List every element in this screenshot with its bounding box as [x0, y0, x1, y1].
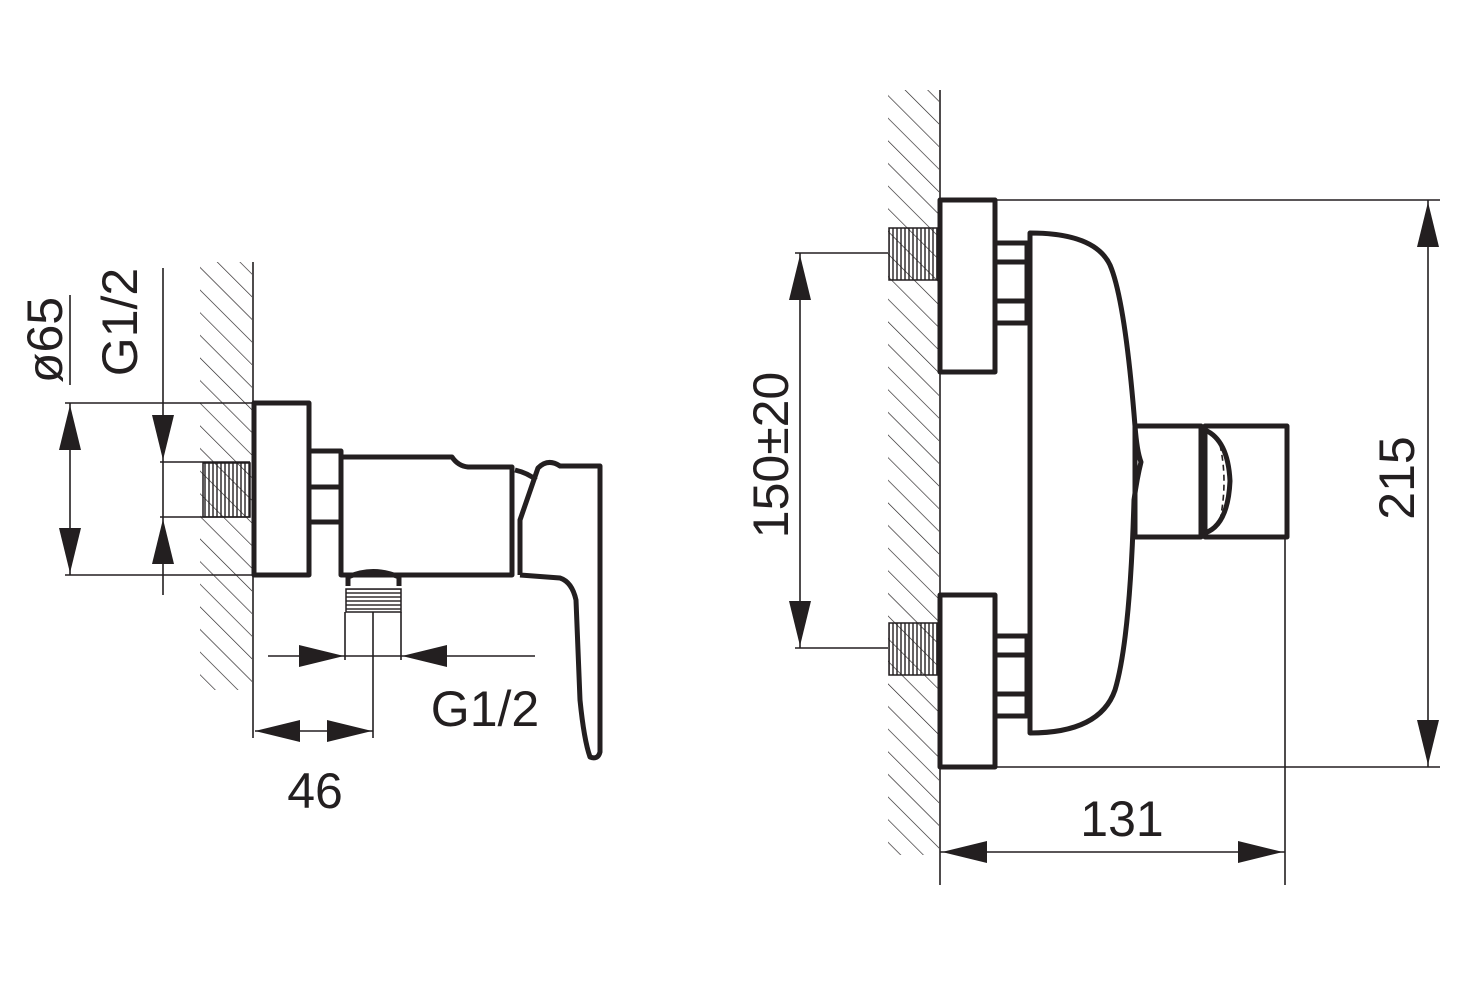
outlet-offset-dimension: 46 — [255, 612, 374, 819]
height-label: 215 — [1369, 436, 1425, 519]
inlet-spacing-label: 150±20 — [743, 372, 799, 538]
diameter-label: ø65 — [17, 297, 73, 383]
lever-handle — [517, 460, 603, 761]
depth-dimension: 131 — [940, 537, 1286, 885]
control-knob — [1202, 423, 1290, 540]
flange-top — [937, 197, 998, 375]
outlet-thread-dimension: G1/2 — [268, 612, 539, 737]
inlet-thread-top — [888, 227, 938, 281]
nut — [306, 448, 344, 525]
inlet-spacing-dimension: 150±20 — [743, 252, 888, 649]
nut-top — [992, 240, 1030, 326]
depth-label: 131 — [1080, 791, 1163, 847]
diameter-dimension: ø65 — [17, 295, 253, 576]
outlet-offset-label: 46 — [287, 763, 343, 819]
height-dimension: 215 — [995, 199, 1440, 768]
flange-bottom — [937, 592, 998, 770]
spout — [1132, 423, 1204, 540]
nut-bottom — [992, 633, 1030, 719]
inlet-thread-dimension: G1/2 — [92, 268, 250, 595]
side-view: ø65 G1/2 G1/2 46 — [17, 262, 603, 819]
inlet-thread-label: G1/2 — [92, 268, 148, 376]
inlet-thread — [202, 462, 251, 518]
front-view: 150±20 215 131 — [743, 90, 1440, 885]
outlet-thread-label: G1/2 — [431, 681, 539, 737]
inlet-thread-bottom — [888, 622, 938, 676]
valve-body — [1027, 230, 1144, 736]
outlet-connector — [345, 569, 402, 613]
valve-body — [338, 454, 515, 578]
wall-hatch — [888, 90, 939, 855]
wall-flange — [251, 400, 312, 578]
